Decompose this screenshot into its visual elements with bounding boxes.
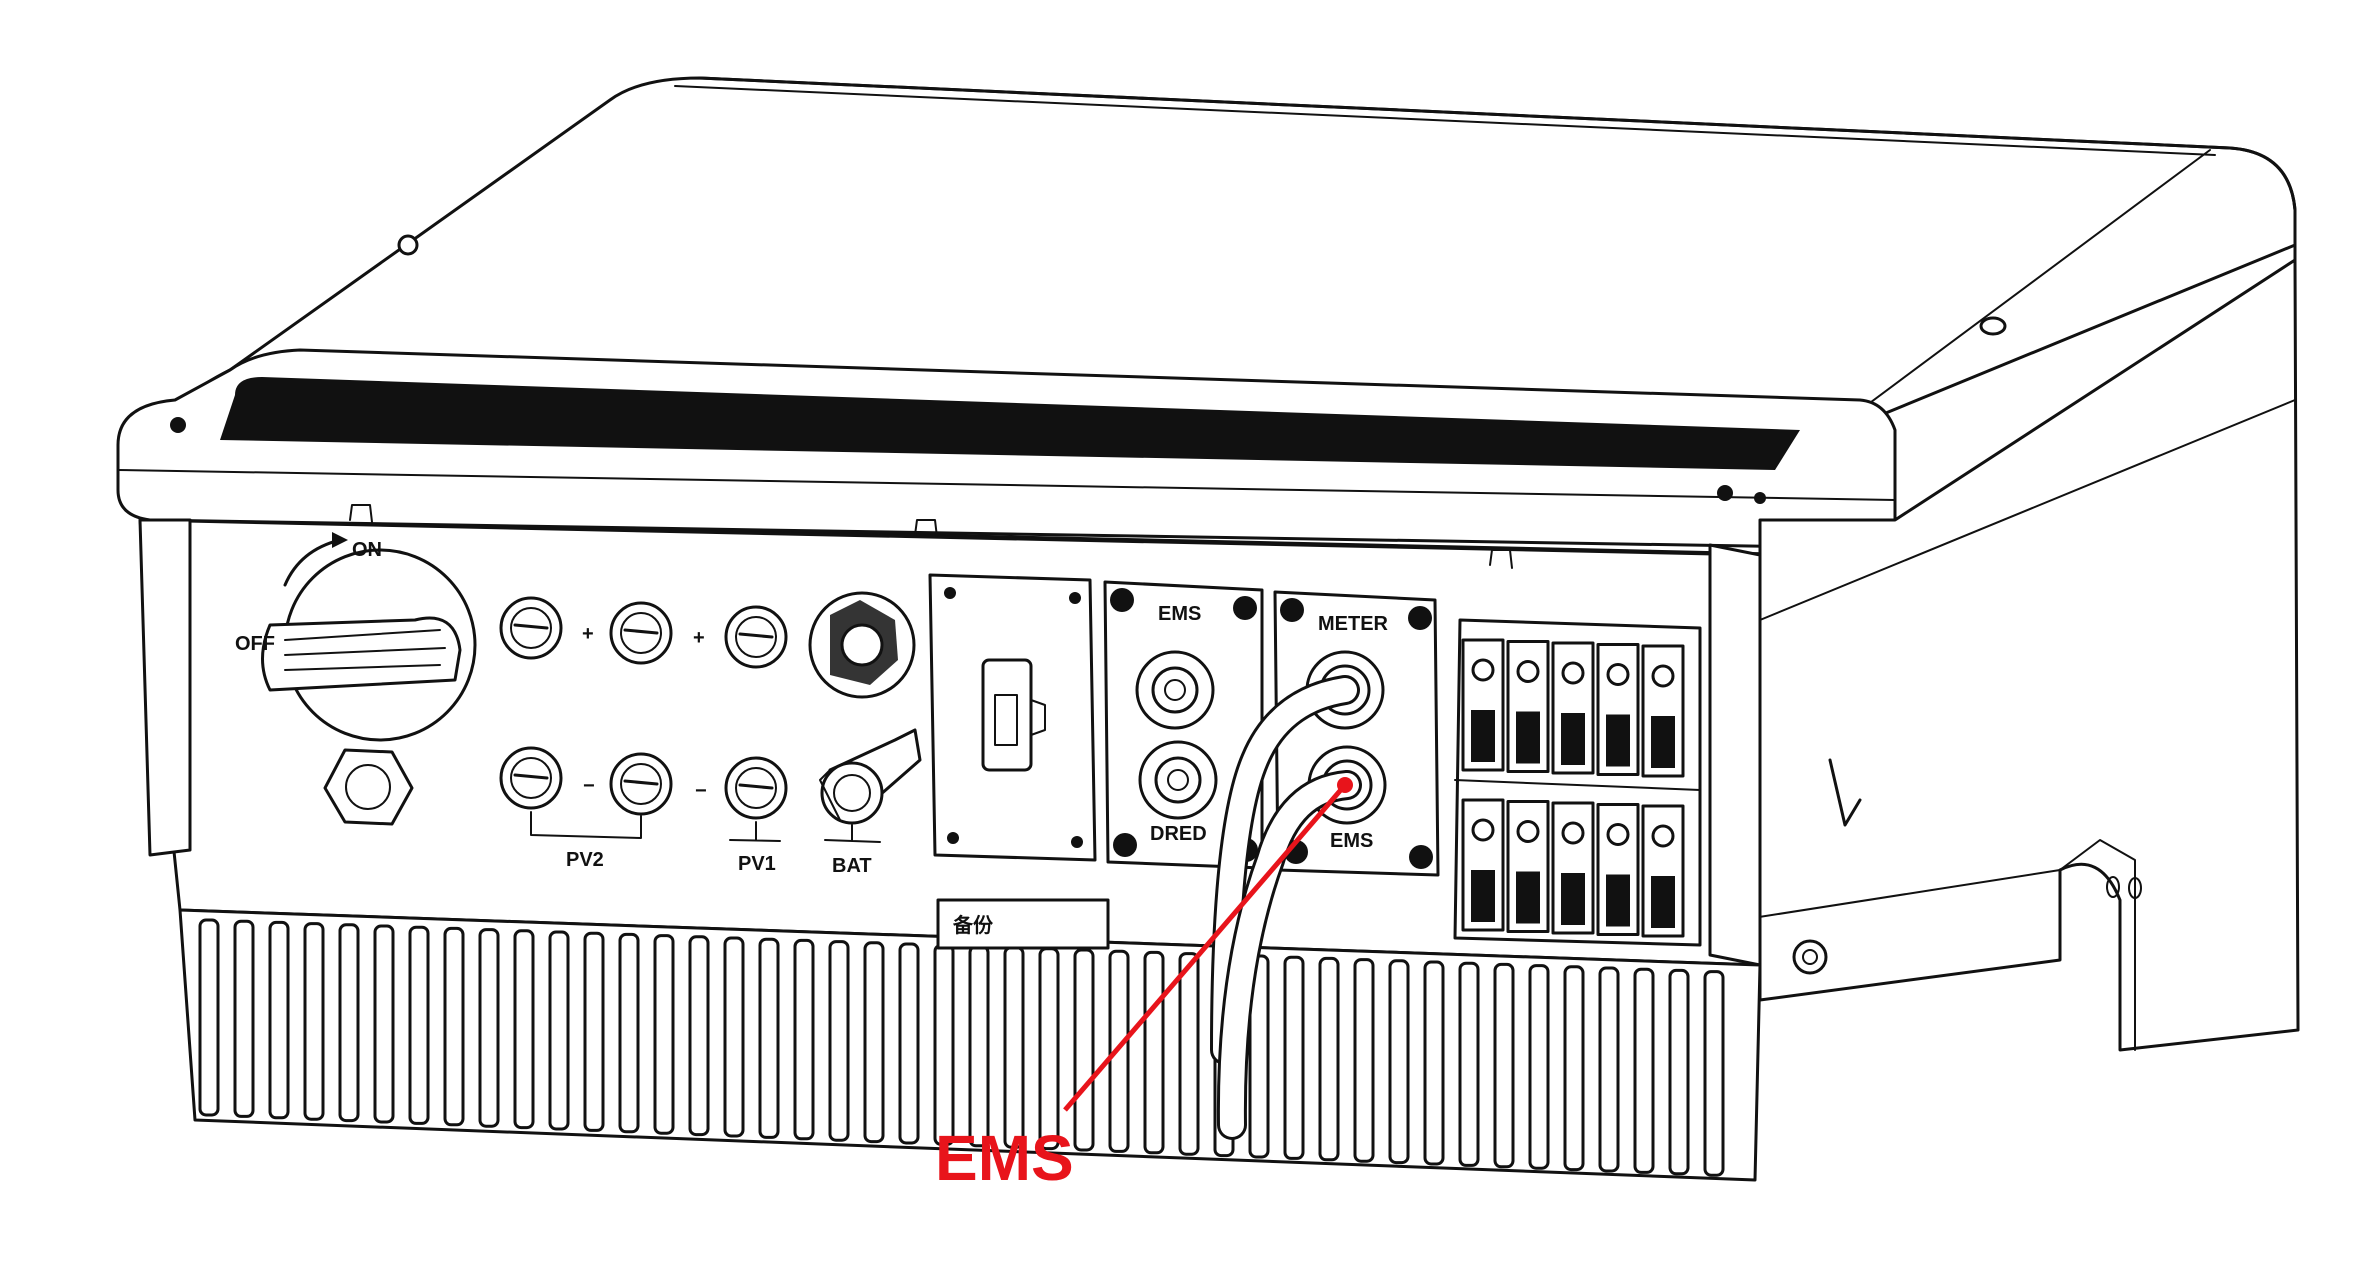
callout-label: EMS: [935, 1122, 1074, 1194]
pv2-minus-connector[interactable]: [499, 746, 563, 810]
pv2-plus-connector[interactable]: [609, 601, 673, 665]
heatsink-fin: [373, 924, 395, 1124]
pv1-label: PV1: [738, 853, 776, 875]
ac-terminal-blocks: [1453, 618, 1702, 947]
heatsink-fin: [1143, 950, 1165, 1155]
heatsink-fin: [1318, 956, 1340, 1162]
ems-port[interactable]: [1135, 650, 1215, 730]
heatsink-fin: [1353, 958, 1375, 1163]
pv2-plus-connector[interactable]: [499, 596, 563, 660]
switch-off-label: OFF: [235, 633, 275, 655]
pv1-minus-connector[interactable]: [724, 756, 788, 820]
dred-port-label: DRED: [1150, 823, 1207, 845]
heatsink-fin: [1388, 959, 1410, 1165]
dred-port[interactable]: [1138, 740, 1218, 820]
ems-port-label: EMS: [1158, 603, 1201, 625]
heatsink-fin: [653, 934, 675, 1135]
switch-knob[interactable]: [261, 616, 462, 692]
heatsink-fin: [723, 936, 745, 1138]
heatsink-fin: [968, 944, 990, 1148]
heatsink-fin: [863, 941, 885, 1144]
heatsink-fin: [1003, 946, 1025, 1149]
pv2-label: PV2: [566, 849, 604, 871]
heatsink-fin: [1598, 966, 1620, 1173]
terminal-module[interactable]: [1596, 643, 1640, 776]
terminal-module[interactable]: [1461, 798, 1505, 932]
heatsink-fin: [1703, 970, 1725, 1177]
heatsink-fin: [338, 923, 360, 1123]
pv2-minus-connector[interactable]: [609, 752, 673, 816]
switch-on-label: ON: [352, 539, 382, 561]
battery-port[interactable]: BAT: [808, 591, 922, 877]
screw-hole: [1979, 316, 2007, 336]
screw-hole: [397, 234, 419, 256]
heatsink-fin: [828, 940, 850, 1142]
callout-leader-line: [1063, 783, 1347, 1112]
heatsink-fin: [478, 928, 500, 1128]
plus-sign: +: [582, 623, 594, 645]
display-window: [220, 377, 1800, 470]
heatsink-fin: [1283, 955, 1305, 1160]
minus-sign: −: [695, 780, 707, 802]
ems-lower-label: EMS: [1330, 830, 1373, 852]
minus-sign: −: [583, 775, 595, 797]
front-bezel: [116, 348, 1897, 550]
terminal-module[interactable]: [1506, 640, 1550, 773]
heatsink-fin: [618, 932, 640, 1134]
heatsink-fin: [1633, 967, 1655, 1174]
meter-port-label: METER: [1318, 613, 1389, 635]
heatsink-fin: [1178, 952, 1200, 1156]
heatsink-fin: [898, 942, 920, 1145]
heatsink-fin: [583, 931, 605, 1132]
terminal-module[interactable]: [1596, 803, 1640, 936]
dc-switch[interactable]: ON OFF: [235, 532, 477, 742]
heatsink-fin: [688, 935, 710, 1137]
heatsink-fin: [1423, 960, 1445, 1166]
heatsink-fin: [758, 937, 780, 1139]
ems-dred-panel: EMS DRED: [1103, 580, 1264, 870]
heatsink-fin: [443, 926, 465, 1127]
ground-screw: [1792, 939, 1828, 975]
terminal-module[interactable]: [1461, 638, 1505, 772]
terminal-module[interactable]: [1551, 801, 1595, 935]
reserve-label-box: 备份: [936, 898, 1110, 950]
terminal-module[interactable]: [1506, 800, 1550, 933]
heatsink-fin: [303, 922, 325, 1121]
heatsink-fin: [408, 925, 430, 1125]
heatsink-fin: [1493, 962, 1515, 1169]
terminal-module[interactable]: [1641, 644, 1685, 778]
wifi-port[interactable]: [981, 658, 1033, 772]
heatsink-fin: [233, 919, 255, 1118]
callout-dot: [1337, 777, 1353, 793]
heatsink-fin: [1108, 949, 1130, 1153]
heatsink-fin: [268, 920, 290, 1120]
heatsink-fin: [1528, 964, 1550, 1170]
heatsink-fin: [1563, 965, 1585, 1172]
heatsink-fin: [1073, 948, 1095, 1152]
heatsink-fin: [1458, 961, 1480, 1167]
heatsink-fin: [1668, 968, 1690, 1176]
pv1-plus-connector[interactable]: [724, 605, 788, 669]
heatsink-fin: [793, 938, 815, 1141]
meter-ems-panel: METER EMS: [1273, 590, 1440, 877]
heatsink-fin: [198, 918, 220, 1117]
terminal-module[interactable]: [1641, 804, 1685, 938]
ems-callout: EMS: [935, 777, 1353, 1194]
heatsink-fin: [933, 943, 955, 1146]
heatsink-fin: [513, 929, 535, 1130]
reserve-label: 备份: [952, 913, 994, 937]
vent-valve: [323, 748, 414, 826]
inverter-right-side: [1739, 258, 2300, 1052]
pv-connectors: + + − − PV2 PV1: [499, 596, 788, 875]
comm-module-panel: [928, 573, 1097, 862]
heatsink-fin: [548, 930, 570, 1131]
bat-label: BAT: [832, 855, 872, 877]
plus-sign: +: [693, 627, 705, 649]
terminal-module[interactable]: [1551, 641, 1595, 775]
heatsink-fin: [1038, 947, 1060, 1151]
